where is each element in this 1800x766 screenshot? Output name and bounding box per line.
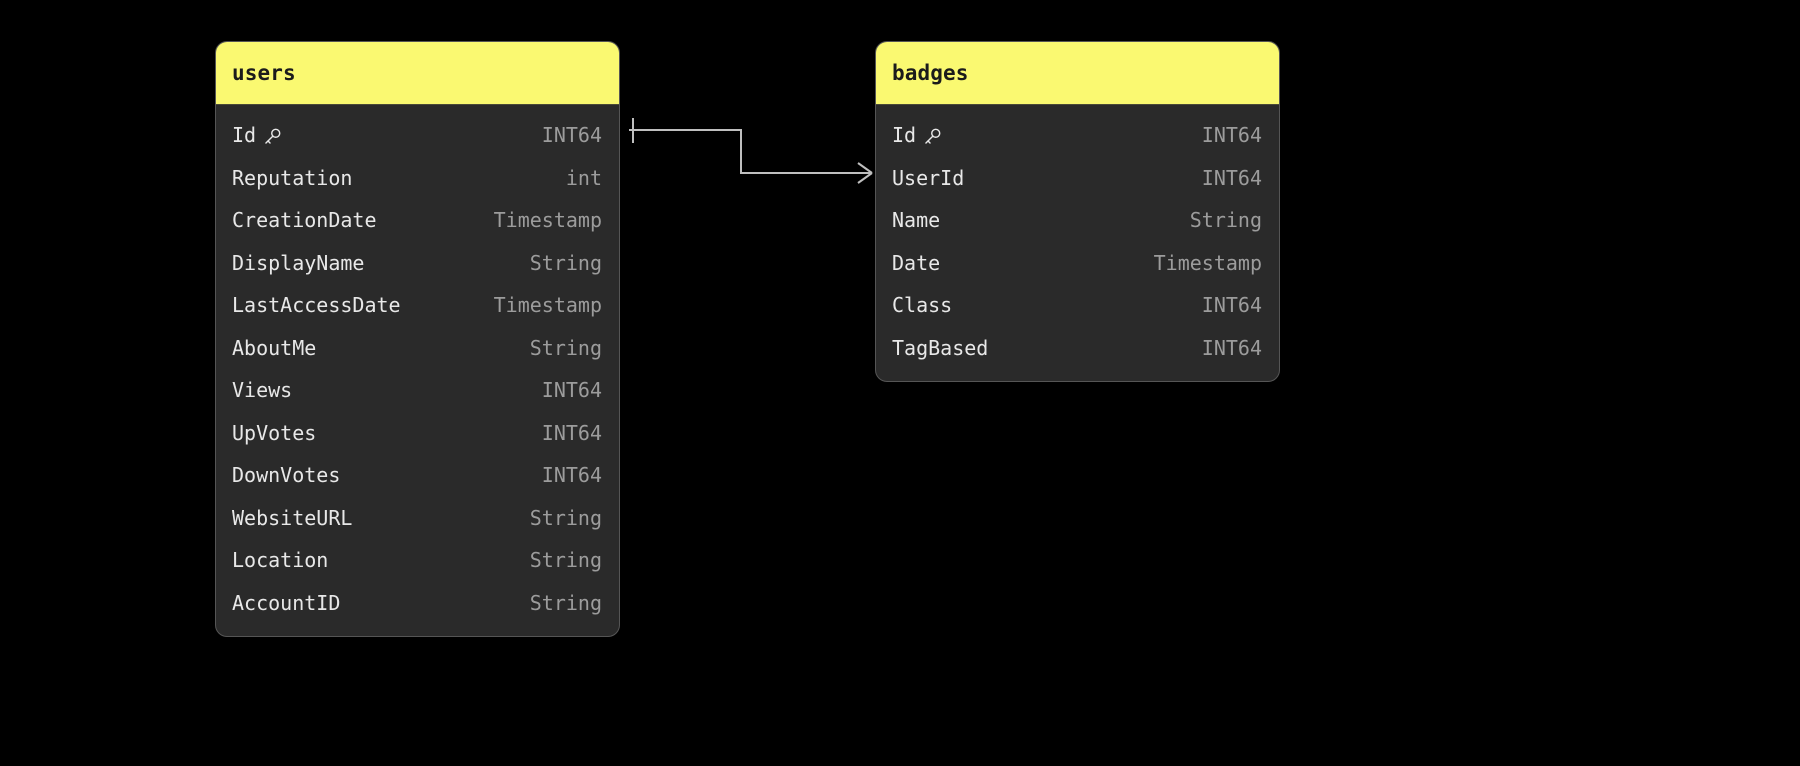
entity-field-row[interactable]: Name String [876,199,1279,242]
entity-field-row[interactable]: Reputation int [216,157,619,200]
entity-field-row[interactable]: Location String [216,539,619,582]
field-type: Timestamp [493,208,602,233]
entity-title-users: users [216,42,619,105]
field-name-label: UpVotes [232,420,317,445]
field-name-label: Class [892,293,953,318]
field-name-label: Date [892,250,941,275]
field-type: String [529,250,602,275]
entity-field-row[interactable]: DisplayName String [216,242,619,285]
field-type: int [565,165,602,190]
entity-field-row[interactable]: TagBased INT64 [876,327,1279,370]
field-type: INT64 [1201,123,1262,148]
field-name: DisplayName [232,251,364,275]
primary-key-icon [923,127,942,146]
field-name: WebsiteURL [232,506,352,530]
field-type: String [529,548,602,573]
field-name: Views [232,378,292,402]
field-name-label: CreationDate [232,208,377,233]
field-type: INT64 [541,420,602,445]
field-name-label: Id [892,123,917,148]
field-name-label: Name [892,208,941,233]
field-type: INT64 [541,463,602,488]
field-name-label: Reputation [232,165,353,190]
field-name: UpVotes [232,421,316,445]
entity-field-row[interactable]: Id INT64 [876,114,1279,157]
entity-field-row[interactable]: Views INT64 [216,369,619,412]
field-name-label: WebsiteURL [232,505,353,530]
field-name: TagBased [892,336,988,360]
field-name: Location [232,548,328,572]
field-name-label: Location [232,548,329,573]
field-name: Id [232,123,282,147]
entity-title-badges: badges [876,42,1279,105]
field-type: String [529,335,602,360]
entity-field-row[interactable]: WebsiteURL String [216,497,619,540]
field-name: Date [892,251,940,275]
entity-field-row[interactable]: Class INT64 [876,284,1279,327]
entity-field-row[interactable]: UserId INT64 [876,157,1279,200]
field-type: INT64 [541,123,602,148]
entity-field-row[interactable]: AboutMe String [216,327,619,370]
entity-field-row[interactable]: Date Timestamp [876,242,1279,285]
field-type: Timestamp [1153,250,1262,275]
field-type: INT64 [1201,293,1262,318]
field-name-label: DownVotes [232,463,341,488]
field-name: AccountID [232,591,340,615]
field-name-label: Views [232,378,293,403]
entity-field-row[interactable]: AccountID String [216,582,619,625]
field-type: INT64 [1201,335,1262,360]
field-name: DownVotes [232,463,340,487]
field-name: CreationDate [232,208,377,232]
field-type: String [529,505,602,530]
field-name: Reputation [232,166,352,190]
field-name: Name [892,208,940,232]
field-name-label: AccountID [232,590,341,615]
field-type: INT64 [541,378,602,403]
entity-field-row[interactable]: LastAccessDate Timestamp [216,284,619,327]
field-type: INT64 [1201,165,1262,190]
field-name-label: LastAccessDate [232,293,401,318]
field-name: AboutMe [232,336,316,360]
entity-field-row[interactable]: CreationDate Timestamp [216,199,619,242]
field-type: String [1189,208,1262,233]
primary-key-icon [263,127,282,146]
field-name-label: AboutMe [232,335,317,360]
entity-field-row[interactable]: DownVotes INT64 [216,454,619,497]
field-name: UserId [892,166,964,190]
field-name-label: TagBased [892,335,989,360]
relationship-line [629,129,869,174]
field-type: String [529,590,602,615]
entity-field-row[interactable]: Id INT64 [216,114,619,157]
field-name-label: Id [232,123,257,148]
field-type: Timestamp [493,293,602,318]
field-name: Class [892,293,952,317]
field-name-label: DisplayName [232,250,365,275]
cardinality-many-marker [856,162,873,184]
field-name: LastAccessDate [232,293,401,317]
field-name-label: UserId [892,165,965,190]
entity-field-row[interactable]: UpVotes INT64 [216,412,619,455]
field-name: Id [892,123,942,147]
